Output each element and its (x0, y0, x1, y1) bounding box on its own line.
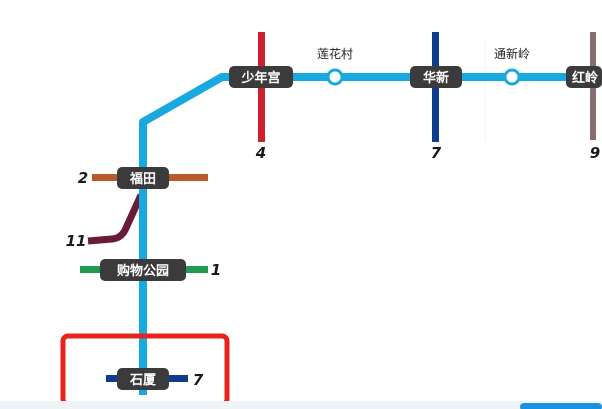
main-line (139, 73, 602, 395)
station-label-lianhuacun: 莲花村 (317, 46, 353, 61)
station-label-hongling: 红岭 (572, 70, 598, 86)
station-marker-lianhuacun[interactable] (326, 68, 344, 86)
station-badge (566, 66, 602, 88)
station-label-shaoniangong: 少年宫 (240, 70, 280, 86)
transfer-station-gouwugongyuan[interactable]: 购物公园 (100, 259, 186, 281)
station-label-gouwugongyuan: 购物公园 (117, 263, 169, 279)
line-11-segment (87, 193, 145, 245)
station-badge (410, 66, 462, 88)
transfer-station-shaoniangong[interactable]: 少年宫 (229, 66, 293, 88)
station-label-tongxinling: 通新岭 (494, 46, 530, 61)
transfer-station-shixia[interactable]: 石厦 (117, 368, 169, 390)
line-number-7-shixia: 7 (193, 371, 204, 389)
station-badge (100, 259, 186, 281)
transfer-station-huaxin[interactable]: 华新 (410, 66, 462, 88)
line-number-2: 2 (78, 169, 88, 187)
bottom-bar (0, 401, 602, 409)
line-number-4: 4 (255, 144, 266, 162)
station-label-futian: 福田 (129, 171, 156, 187)
transfer-station-futian[interactable]: 福田 (117, 167, 169, 189)
line-number-9: 9 (590, 144, 600, 162)
transfer-station-hongling[interactable]: 红岭 (566, 66, 602, 88)
line-number-1: 1 (211, 261, 221, 279)
bottom-action-button[interactable] (520, 403, 602, 409)
line-number-7-huaxin: 7 (431, 144, 442, 162)
line-number-11: 11 (66, 232, 87, 250)
station-badge (229, 66, 293, 88)
station-marker-tongxinling[interactable] (503, 68, 521, 86)
station-label-shixia: 石厦 (129, 372, 157, 388)
station-badge (117, 167, 169, 189)
station-badge (117, 368, 169, 390)
station-label-huaxin: 华新 (423, 70, 449, 86)
